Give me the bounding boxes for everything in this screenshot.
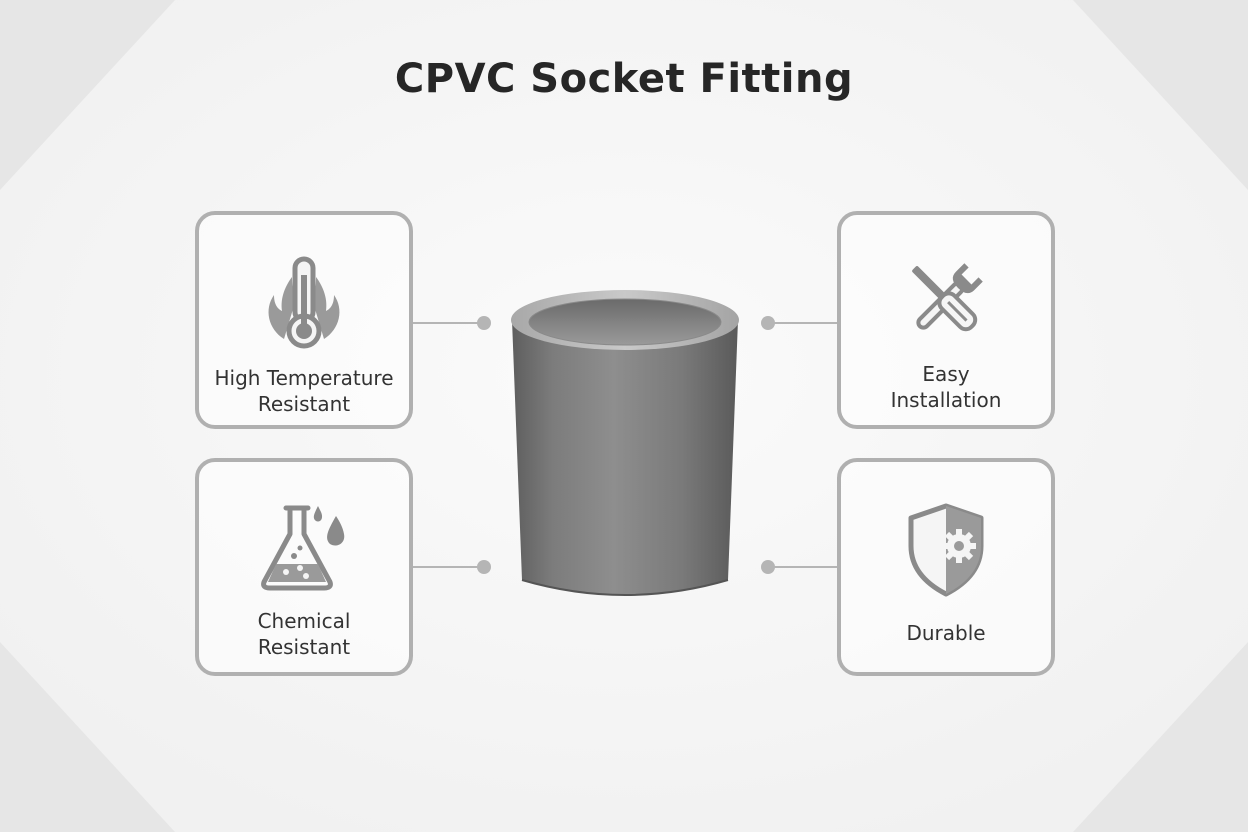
connector-line-top-right: [768, 322, 837, 324]
feature-label-line: Resistant: [257, 635, 351, 659]
connector-dot-top-left: [477, 316, 491, 330]
feature-label-line: Resistant: [257, 392, 351, 416]
feature-card-high-temperature: High Temperature Resistant: [195, 211, 413, 429]
connector-dot-top-right: [761, 316, 775, 330]
flask-droplet-icon: [261, 505, 345, 591]
page-title: CPVC Socket Fitting: [394, 56, 854, 102]
feature-card-easy-installation: Easy Installation: [837, 211, 1055, 429]
connector-line-bottom-left: [413, 566, 485, 568]
thermometer-flame-icon: [268, 256, 340, 349]
feature-label-high-temperature: High Temperature Resistant: [199, 365, 409, 417]
feature-label-easy-installation: Easy Installation: [841, 361, 1051, 413]
shield-gear-icon: [908, 503, 984, 597]
feature-label-durable: Durable: [841, 620, 1051, 646]
feature-label-line: Durable: [906, 621, 986, 645]
feature-label-line: Installation: [890, 388, 1002, 412]
connector-dot-bottom-left: [477, 560, 491, 574]
feature-card-chemical-resistant: Chemical Resistant: [195, 458, 413, 676]
feature-label-line: Chemical: [257, 609, 351, 633]
connector-dot-bottom-right: [761, 560, 775, 574]
feature-card-durable: Durable: [837, 458, 1055, 676]
connector-line-bottom-right: [768, 566, 837, 568]
connector-line-top-left: [413, 322, 485, 324]
wrench-screwdriver-icon: [912, 263, 983, 332]
feature-label-chemical-resistant: Chemical Resistant: [199, 608, 409, 660]
socket-fitting-image: [511, 290, 739, 596]
feature-label-line: Easy: [922, 362, 970, 386]
feature-label-line: High Temperature: [214, 366, 394, 390]
